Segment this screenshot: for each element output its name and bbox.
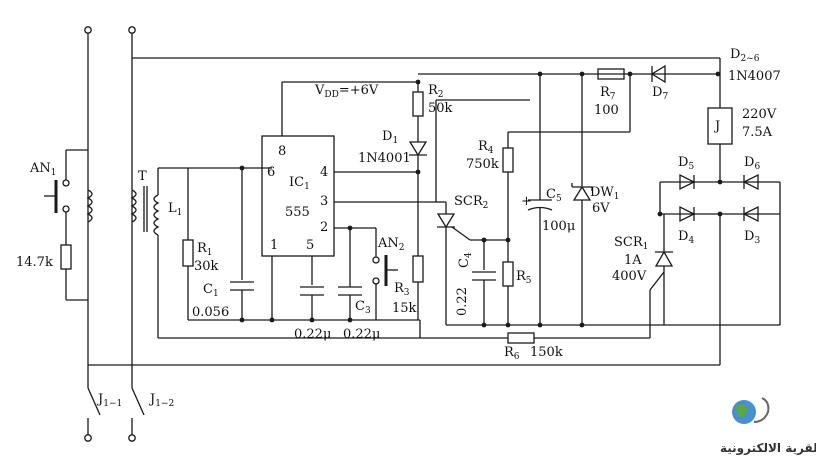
label-dw1-value: 6V — [592, 201, 610, 216]
label-scr2: SCR2 — [454, 194, 488, 211]
mains-wiring — [84, 26, 720, 442]
label-d3: D3 — [744, 229, 760, 246]
label-pin1: 1 — [270, 238, 278, 253]
supply-filter — [418, 71, 718, 328]
label-r5: R5 — [516, 269, 532, 286]
label-r2: R2 — [428, 83, 444, 100]
r6-feedback — [158, 271, 665, 344]
label-7-5a: 7.5A — [742, 125, 773, 140]
label-r4: R4 — [478, 139, 494, 156]
label-c1: C1 — [203, 282, 219, 299]
label-1n4007: 1N4007 — [728, 69, 781, 84]
scr1 — [654, 214, 674, 325]
watermark-logo: القرية الالكترونية — [720, 397, 816, 456]
label-scr1-current: 1A — [624, 253, 642, 268]
label-d2-6: D2~6 — [730, 47, 760, 64]
label-vdd: VDD=+6V — [314, 83, 379, 100]
label-scr1-voltage: 400V — [612, 269, 647, 284]
label-pin8: 8 — [278, 144, 286, 159]
label-d5: D5 — [678, 155, 694, 172]
label-pin4: 4 — [320, 165, 328, 180]
label-r6: R6 — [504, 345, 520, 362]
label-pin2: 2 — [320, 220, 328, 235]
label-l1: L1 — [168, 201, 182, 218]
label-c-022a: 0.22μ — [294, 327, 331, 342]
r2-d1-r3-column — [408, 79, 428, 338]
label-pin6: 6 — [267, 165, 275, 180]
label-j: J — [713, 119, 720, 134]
label-c3: C3 — [355, 299, 371, 316]
label-r3-value: 15k — [392, 301, 417, 316]
scr2-stage — [435, 99, 780, 328]
label-an1: AN1 — [29, 161, 57, 178]
label-c4: C4 — [457, 252, 474, 268]
label-c5-plus: + — [521, 194, 532, 209]
label-555: 555 — [285, 205, 310, 220]
label-c5-value: 100μ — [542, 219, 575, 234]
label-1n4001: 1N4001 — [358, 151, 411, 166]
relay-and-bridge — [657, 58, 781, 365]
label-scr1: SCR1 — [614, 235, 648, 252]
label-dw1: DW1 — [590, 185, 620, 202]
label-d6: D6 — [744, 155, 760, 172]
timing-capacitors — [300, 225, 362, 323]
transformer-t — [86, 167, 272, 338]
label-c5: C5 — [546, 187, 562, 204]
label-d4: D4 — [678, 229, 694, 246]
watermark-text: القرية الالكترونية — [720, 441, 816, 456]
label-c4-value: 0.22 — [455, 287, 470, 316]
label-j1-2: J1−2 — [148, 392, 174, 409]
label-j1-1: J1−1 — [96, 392, 122, 409]
label-r2-value: 50k — [428, 101, 453, 116]
an1-button-branch — [44, 149, 88, 301]
label-t: T — [138, 169, 147, 184]
r1-c1-branch — [182, 165, 420, 323]
r7-d7-branch — [597, 64, 721, 132]
component-labels: AN1 14.7k T L1 R1 30k C1 0.056 8 6 4 3 2… — [16, 47, 781, 409]
label-an2: AN2 — [377, 236, 405, 253]
label-c-022b: 0.22μ — [343, 327, 380, 342]
label-c1-value: 0.056 — [192, 305, 229, 320]
label-r6-value: 150k — [530, 345, 563, 360]
label-d1: D1 — [382, 129, 398, 146]
ic1-555 — [261, 81, 436, 320]
label-r7-value: 100 — [594, 103, 619, 118]
label-14k7: 14.7k — [16, 255, 53, 270]
label-d7: D7 — [652, 85, 668, 102]
label-r3: R3 — [394, 281, 410, 298]
label-pin3: 3 — [320, 194, 328, 209]
label-r7: R7 — [600, 85, 616, 102]
an2-button — [372, 228, 398, 320]
label-220v: 220V — [742, 107, 777, 122]
label-r1: R1 — [197, 241, 213, 258]
label-r4-value: 750k — [466, 157, 499, 172]
label-pin5: 5 — [306, 238, 314, 253]
label-ic1: IC1 — [289, 175, 310, 192]
label-r1-value: 30k — [194, 259, 219, 274]
